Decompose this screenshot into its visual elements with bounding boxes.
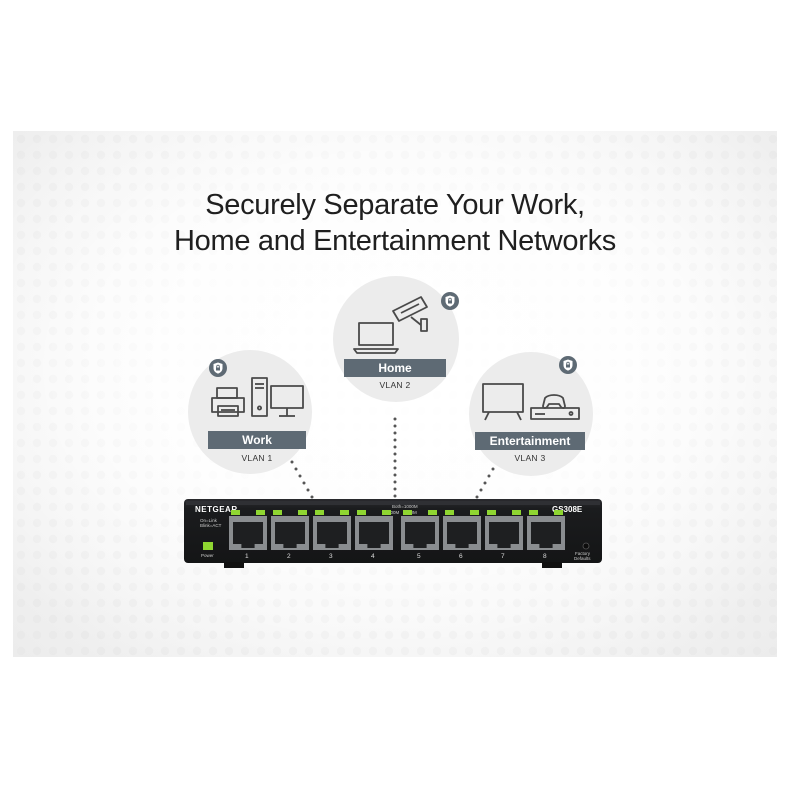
product-banner: Securely Separate Your Work, Home and En…: [13, 131, 777, 657]
port-6-link-led: [445, 510, 454, 515]
printer-icon: [211, 387, 245, 417]
ethernet-port-3[interactable]: [313, 510, 351, 550]
port-3-link-led: [315, 510, 324, 515]
port-number-label: 6: [459, 553, 463, 560]
headline-line-2: Home and Entertainment Networks: [173, 225, 616, 257]
port-7-link-led: [487, 510, 496, 515]
monitor-icon: [270, 385, 304, 417]
port-4-link-led: [357, 510, 366, 515]
home-vlan-label: VLAN 2: [379, 380, 411, 390]
port-number-label: 4: [371, 553, 375, 560]
shield-lock-icon: [441, 292, 459, 310]
switch-brand: NETGEAR: [195, 505, 238, 514]
laptop-icon: [353, 322, 399, 354]
switch-model: GS308E: [552, 505, 583, 514]
ethernet-port-4[interactable]: [355, 510, 393, 550]
port-4-speed-led: [382, 510, 391, 515]
power-label: Power: [201, 553, 214, 558]
desktop-tower-icon: [251, 377, 268, 417]
tv-icon: [482, 383, 524, 421]
port-3-speed-led: [340, 510, 349, 515]
port-5-link-led: [403, 510, 412, 515]
ethernet-port-6[interactable]: [443, 510, 481, 550]
port-6-speed-led: [470, 510, 479, 515]
network-switch: NETGEAR GS308E On=Link Blink=ACT Both=10…: [184, 499, 602, 571]
port-8-speed-led: [554, 510, 563, 515]
port-number-label: 2: [287, 553, 291, 560]
port-7-speed-led: [512, 510, 521, 515]
ethernet-port-1[interactable]: [229, 510, 267, 550]
work-vlan-label: VLAN 1: [241, 453, 273, 463]
headline: Securely Separate Your Work, Home and En…: [13, 187, 777, 259]
home-connector: [393, 417, 397, 498]
game-controller-icon: [542, 394, 566, 409]
port-2-link-led: [273, 510, 282, 515]
work-devices-icons: [211, 377, 304, 417]
speed-legend-top: Both=1000M: [392, 504, 418, 509]
port-number-label: 1: [245, 553, 249, 560]
port-8-link-led: [529, 510, 538, 515]
ethernet-port-8[interactable]: [527, 510, 565, 550]
port-1-link-led: [231, 510, 240, 515]
speed-legend-10m: 10M: [408, 510, 417, 515]
entertainment-label: Entertainment: [475, 432, 585, 450]
port-2-speed-led: [298, 510, 307, 515]
led-legend-act: Blink=ACT: [200, 523, 222, 528]
ethernet-port-2[interactable]: [271, 510, 309, 550]
ethernet-port-7[interactable]: [485, 510, 523, 550]
security-camera-icon: [392, 296, 428, 332]
headline-line-1: Securely Separate Your Work,: [205, 189, 585, 221]
game-console-icon: [530, 407, 580, 420]
port-number-label: 8: [543, 553, 547, 560]
factory-defaults-label-1: Factory: [575, 551, 591, 556]
power-led: [203, 542, 213, 550]
shield-lock-icon: [559, 356, 577, 374]
shield-lock-icon: [209, 359, 227, 377]
factory-defaults-button[interactable]: [582, 542, 590, 550]
home-label: Home: [344, 359, 446, 377]
ethernet-ports: [229, 510, 565, 550]
port-number-label: 3: [329, 553, 333, 560]
port-1-speed-led: [256, 510, 265, 515]
factory-defaults-label-2: Defaults: [574, 556, 591, 561]
led-legend-link: On=Link: [200, 518, 217, 523]
entertainment-devices-icons: [482, 383, 580, 421]
speed-legend-100m: 100M: [388, 510, 400, 515]
port-number-label: 5: [417, 553, 421, 560]
entertainment-vlan-label: VLAN 3: [514, 453, 546, 463]
port-5-speed-led: [428, 510, 437, 515]
ethernet-port-5[interactable]: [401, 510, 439, 550]
port-number-label: 7: [501, 553, 505, 560]
home-devices-icons: [353, 296, 428, 354]
work-label: Work: [208, 431, 306, 449]
